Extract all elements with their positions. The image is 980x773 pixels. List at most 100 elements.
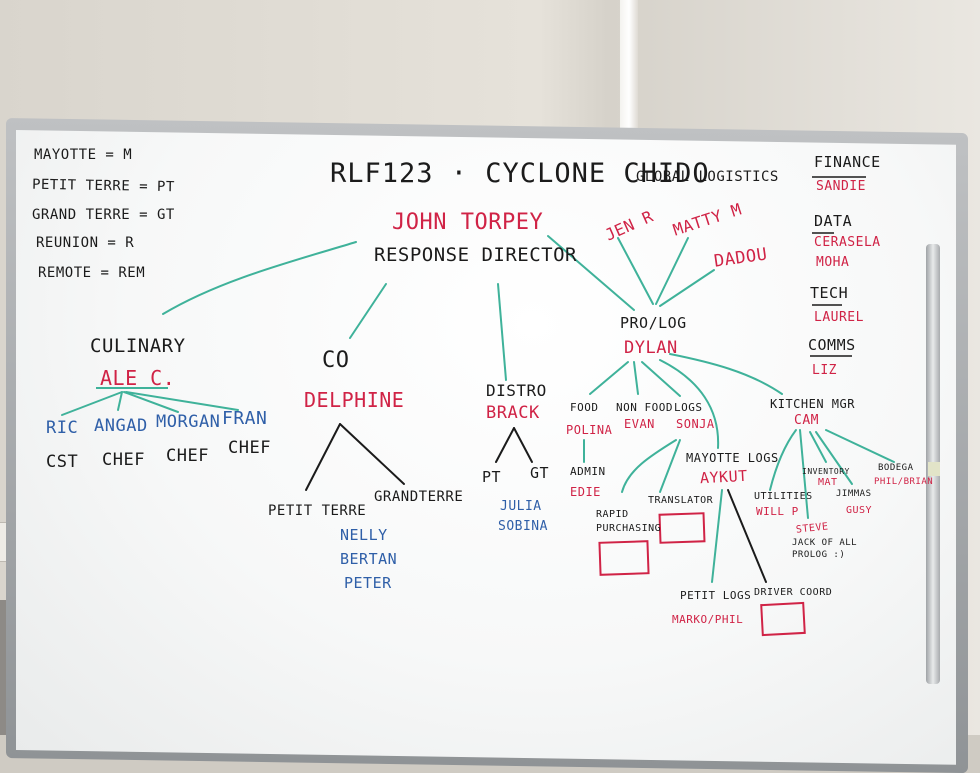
co-team-peter: PETER [344,574,392,592]
legend-mayotte: MAYOTTE = M [34,147,133,163]
logs-lead: SONJA [676,417,715,431]
rapid-purchasing-box [598,540,650,576]
co-team-bertan: BERTAN [340,550,398,568]
co-team-nelly: NELLY [340,526,388,544]
food-title: FOOD [570,401,599,414]
line-director-culinary [162,241,357,315]
line-logs-rapid [621,439,677,493]
line-prolog-dadou [659,269,715,307]
line-prolog-mattym [655,237,689,305]
line-mayotte-drivercoord [727,489,767,583]
distro-title: DISTRO [486,381,547,400]
distro-branch-pt: PT [482,468,502,486]
kitchen-lead: CAM [794,413,819,428]
culinary-member-fran: FRAN [222,408,268,429]
line-culinary-angad [117,391,123,411]
prolog-lead: DYLAN [624,338,678,358]
board-clip [928,462,940,476]
line-director-co [349,283,387,339]
culinary-title: CULINARY [90,335,186,357]
mayotte-logs-title: MAYOTTE LOGS [686,451,779,465]
org-chart-lines [61,176,895,637]
steve-note: JACK OF ALL PROLOG :) [792,538,858,560]
finance-heading: FINANCE [814,153,881,171]
window-light [620,0,638,130]
distro-team-julia: JULIA [500,499,542,514]
utilities-lead: WILL P [756,505,799,518]
admin-title: ADMIN [570,465,606,478]
line-dylan-food [589,361,629,395]
line-prolog-jenr [617,237,654,305]
line-kitchen-steve [799,429,809,519]
inventory-lead: MAT [818,477,838,488]
mayotte-logs-lead: AYKUT [699,466,749,488]
culinary-lead: ALE C. [100,366,176,390]
tech-name: LAUREL [814,310,864,325]
non-food-title: NON FOOD [616,401,673,414]
line-co-petitterre [305,423,341,491]
co-branch-grandterre: GRANDTERRE [374,489,464,505]
director-name: JOHN TORPEY [392,210,544,235]
line-kitchen-bodega [825,429,895,463]
co-lead: DELPHINE [304,388,405,412]
legend-grand-terre: GRAND TERRE = GT [32,207,175,223]
line-mayotte-petitlogs [711,489,723,583]
line-dylan-mayotte [659,359,720,449]
culinary-role-chef-2: CHEF [166,446,209,466]
comms-heading: COMMS [808,336,856,354]
data-name-2: MOHA [816,255,850,270]
culinary-member-morgan: MORGAN [156,412,221,432]
distro-lead: BRACK [486,403,540,423]
logs-title: LOGS [674,401,703,414]
jimmas-lead: GUSY [846,505,873,516]
petit-logs-lead: MARKO/PHIL [672,613,744,626]
rapid-purchasing-label: RAPID PURCHASING [596,509,662,534]
culinary-member-angad: ANGAD [94,416,148,436]
non-food-lead: EVAN [624,417,655,431]
prolog-title: PRO/LOG [620,314,687,332]
translator-box [658,512,706,544]
distro-team-sobina: SOBINA [498,519,548,534]
line-distro-pt [495,427,515,463]
line-director-prolog [547,235,635,311]
line-distro-gt [513,427,533,463]
line-dylan-kitchen [669,353,783,395]
distro-branch-gt: GT [530,464,550,482]
translator-label: TRANSLATOR [648,495,714,506]
legend-remote: REMOTE = REM [38,265,146,281]
culinary-role-cst: CST [46,452,79,472]
line-co-grandterre [339,423,405,485]
board-title: RLF123 · CYCLONE CHIDO [330,158,710,189]
line-dylan-logs [641,361,681,397]
comms-name: LIZ [812,363,837,378]
food-lead: POLINA [566,423,613,437]
utilities-title: UTILITIES [754,491,813,502]
line-director-distro [497,283,507,381]
line-dylan-nonfood [633,361,639,395]
line-kitchen-inventory [809,431,827,463]
line-kitchen-jimmas [815,431,853,485]
legend-reunion: REUNION = R [36,235,135,251]
petit-logs-title: PETIT LOGS [680,589,752,602]
culinary-role-chef-1: CHEF [102,450,145,470]
culinary-member-ric: RIC [46,418,79,438]
line-culinary-fran [125,391,239,411]
tech-heading: TECH [810,284,849,302]
line-logs-translator [659,439,681,493]
line-culinary-ric [61,391,123,416]
driver-coord-box [760,601,806,637]
legend-petit-terre: PETIT TERRE = PT [31,176,175,196]
director-role: RESPONSE DIRECTOR [374,244,577,266]
bodega-title: BODEGA [878,463,914,473]
bodega-lead: PHIL/BRIAN [874,477,934,487]
finance-name: SANDIE [816,179,866,194]
culinary-role-chef-3: CHEF [228,438,271,458]
co-title: CO [322,348,350,373]
data-name-1: CERASELA [814,235,881,250]
data-heading: DATA [814,212,853,230]
inventory-title: INVENTORY [802,467,850,476]
co-branch-petit-terre: PETIT TERRE [268,503,367,519]
global-logistics-label: GLOBAL LOGISTICS [636,169,779,185]
admin-lead: EDIE [570,485,601,499]
jimmas-title: JIMMAS [836,489,872,499]
